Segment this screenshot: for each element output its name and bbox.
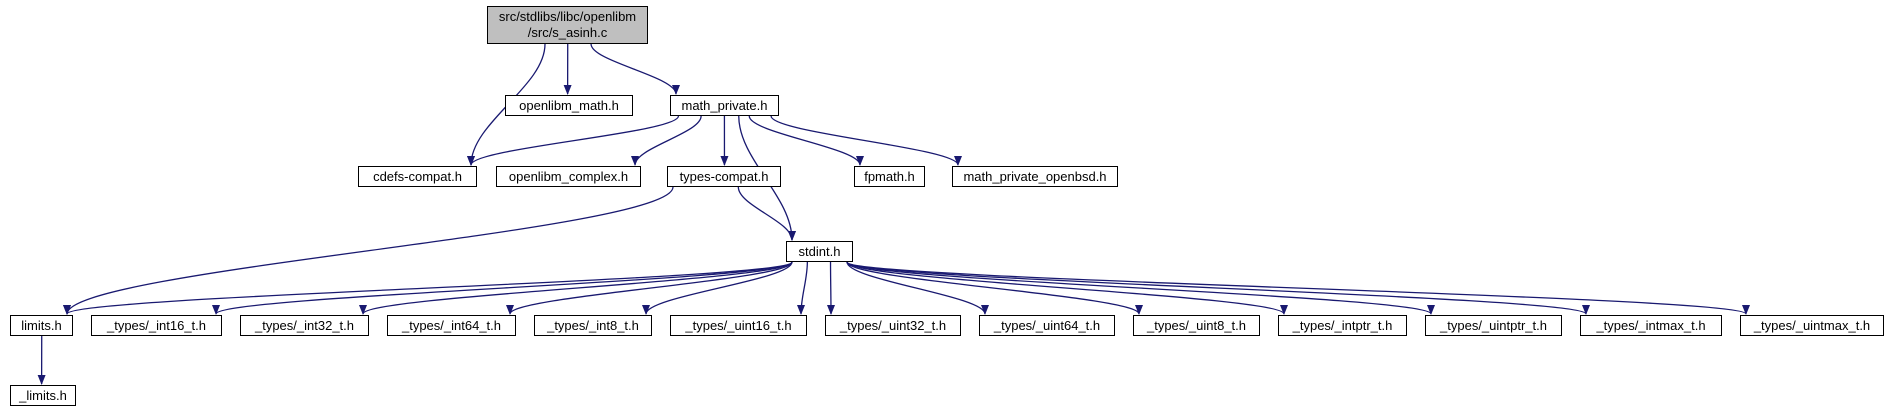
edge-math_private-to-fpmath xyxy=(748,115,864,166)
node-types-int8-t-h[interactable]: _types/_int8_t.h xyxy=(534,315,652,336)
edge-stdint-to-intptr xyxy=(846,261,1288,315)
node-types-uintptr-t-h[interactable]: _types/_uintptr_t.h xyxy=(1425,315,1562,336)
node-types-uint16-t-h[interactable]: _types/_uint16_t.h xyxy=(670,315,807,336)
root-file-node: src/stdlibs/libc/openlibm /src/s_asinh.c xyxy=(487,6,648,44)
node-fpmath-h[interactable]: fpmath.h xyxy=(854,166,925,187)
edge-stdint-to-int64 xyxy=(506,261,793,315)
edge-types_compat-to-limits xyxy=(63,186,674,315)
node-types-uintmax-t-h[interactable]: _types/_uintmax_t.h xyxy=(1740,315,1884,336)
edge-stdint-to-uintmax xyxy=(846,261,1750,315)
node-types-uint32-t-h[interactable]: _types/_uint32_t.h xyxy=(825,315,961,336)
edge-stdint-to-intmax xyxy=(846,261,1590,315)
edge-math_private-to-openlibm_complex xyxy=(631,115,702,166)
root-file-path-line1: src/stdlibs/libc/openlibm xyxy=(498,9,637,24)
node-types-int64-t-h[interactable]: _types/_int64_t.h xyxy=(387,315,516,336)
edge-stdint-to-int8 xyxy=(642,261,793,315)
edge-stdint-to-int16 xyxy=(212,261,793,315)
edge-math_private-to-math_private_openbsd xyxy=(770,115,962,166)
edge-stdint-to-uint16 xyxy=(797,261,808,315)
node-limits-h[interactable]: limits.h xyxy=(10,315,73,336)
node-cdefs-compat-h[interactable]: cdefs-compat.h xyxy=(358,166,477,187)
edge-stdint-to-uint64 xyxy=(846,261,989,315)
edge-stdint-to-uint8 xyxy=(846,261,1143,315)
node-types-intmax-t-h[interactable]: _types/_intmax_t.h xyxy=(1580,315,1722,336)
node-types-int32-t-h[interactable]: _types/_int32_t.h xyxy=(240,315,369,336)
node-types-compat-h[interactable]: types-compat.h xyxy=(667,166,781,187)
node-openlibm-complex-h[interactable]: openlibm_complex.h xyxy=(496,166,641,187)
node-types-uint8-t-h[interactable]: _types/_uint8_t.h xyxy=(1133,315,1260,336)
node-stdint-h[interactable]: stdint.h xyxy=(786,241,853,262)
edge-stdint-to-int32 xyxy=(359,261,793,315)
edge-stdint-to-limits xyxy=(63,261,793,315)
edge-types_compat-to-stdint xyxy=(737,186,796,241)
node-math-private-h[interactable]: math_private.h xyxy=(670,95,779,116)
node-math-private-openbsd-h[interactable]: math_private_openbsd.h xyxy=(952,166,1118,187)
edge-math_private-to-cdefs_compat xyxy=(467,115,680,166)
node-limits-internal-h[interactable]: _limits.h xyxy=(10,385,76,406)
edge-root-to-math_private xyxy=(590,43,680,95)
node-types-uint64-t-h[interactable]: _types/_uint64_t.h xyxy=(979,315,1115,336)
node-types-int16-t-h[interactable]: _types/_int16_t.h xyxy=(91,315,222,336)
edge-stdint-to-uintptr xyxy=(846,261,1435,315)
node-types-intptr-t-h[interactable]: _types/_intptr_t.h xyxy=(1278,315,1407,336)
root-file-path-line2: /src/s_asinh.c xyxy=(527,25,608,40)
node-openlibm-math-h[interactable]: openlibm_math.h xyxy=(505,95,633,116)
